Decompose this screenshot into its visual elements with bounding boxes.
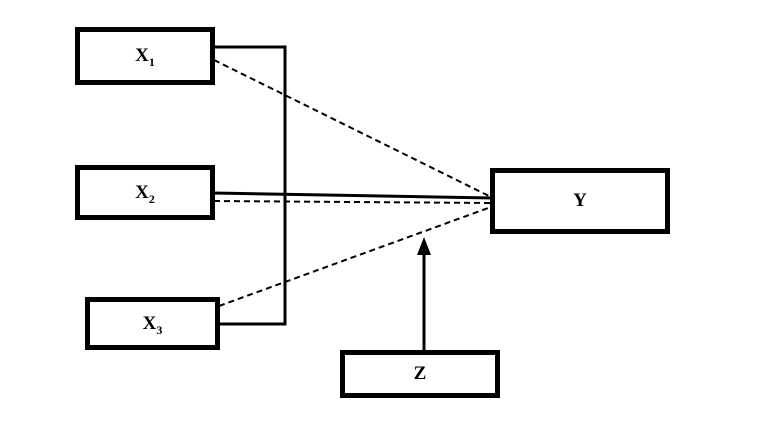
node-y-label: Y: [573, 190, 587, 211]
node-z: Z: [340, 350, 500, 398]
edge-x2-y-solid: [212, 191, 493, 200]
edge-x1-y-dashed: [213, 59, 492, 198]
node-y: Y: [490, 168, 670, 234]
node-x2-label: X2: [135, 181, 155, 206]
arrow-z-head: [417, 237, 431, 255]
edge-x3-y-dashed: [218, 206, 492, 307]
node-x3-label: X3: [142, 312, 163, 337]
node-z-label: Z: [413, 363, 427, 384]
node-x1-label: X1: [135, 45, 155, 69]
node-x3: X3: [85, 297, 220, 350]
edge-x2-y-dashed: [213, 200, 492, 204]
node-x2: X2: [75, 165, 215, 220]
node-x1: X1: [75, 27, 215, 85]
